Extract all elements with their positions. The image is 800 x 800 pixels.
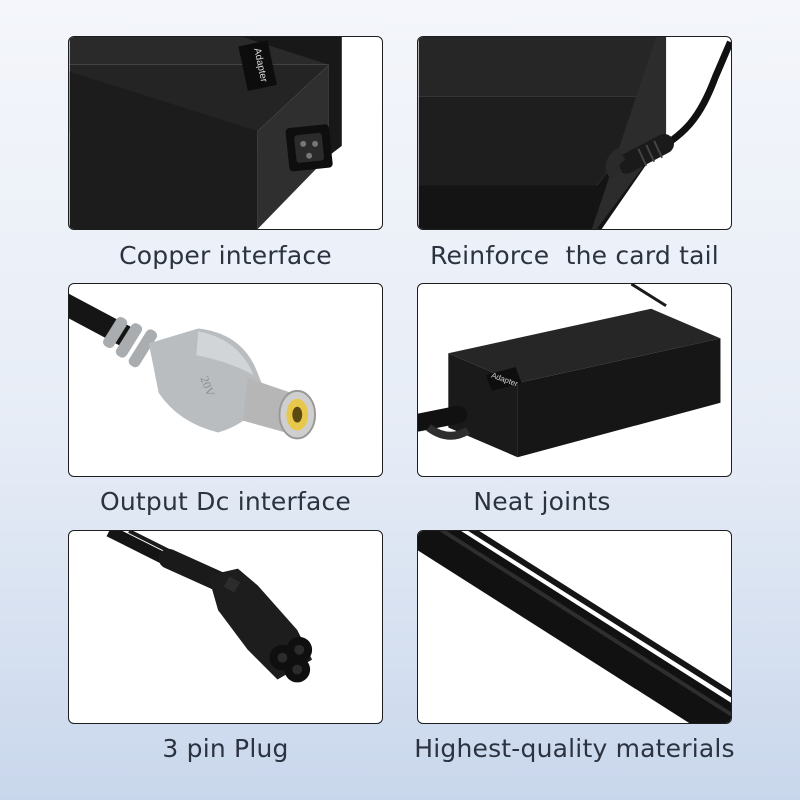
caption-3-pin-plug: 3 pin Plug	[162, 734, 289, 763]
dc-output-plug-photo: 20V	[69, 293, 317, 440]
power-cable-photo	[418, 531, 731, 723]
three-pin-plug-photo	[106, 531, 313, 683]
feature-card-output-dc: 20V	[68, 283, 383, 477]
feature-card-quality-materials	[417, 530, 732, 724]
caption-output-dc: Output Dc interface	[99, 487, 352, 516]
caption-neat-joints: Neat joints	[473, 487, 611, 516]
adapter-cable-strain-relief-photo	[418, 37, 731, 229]
feature-card-reinforce-tail	[417, 36, 732, 230]
adapter-overview-photo: Adapter	[418, 284, 721, 458]
caption-quality-materials: Highest-quality materials	[414, 734, 735, 763]
adapter-socket-photo: Adapter	[69, 37, 342, 229]
feature-card-3-pin-plug	[68, 530, 383, 724]
feature-card-copper-interface: Adapter	[68, 36, 383, 230]
caption-copper-interface: Copper interface	[119, 241, 332, 270]
caption-reinforce-tail: Reinforce the card tail	[430, 241, 719, 270]
svg-text:20V: 20V	[197, 374, 217, 398]
feature-card-neat-joints: Adapter	[417, 283, 732, 477]
